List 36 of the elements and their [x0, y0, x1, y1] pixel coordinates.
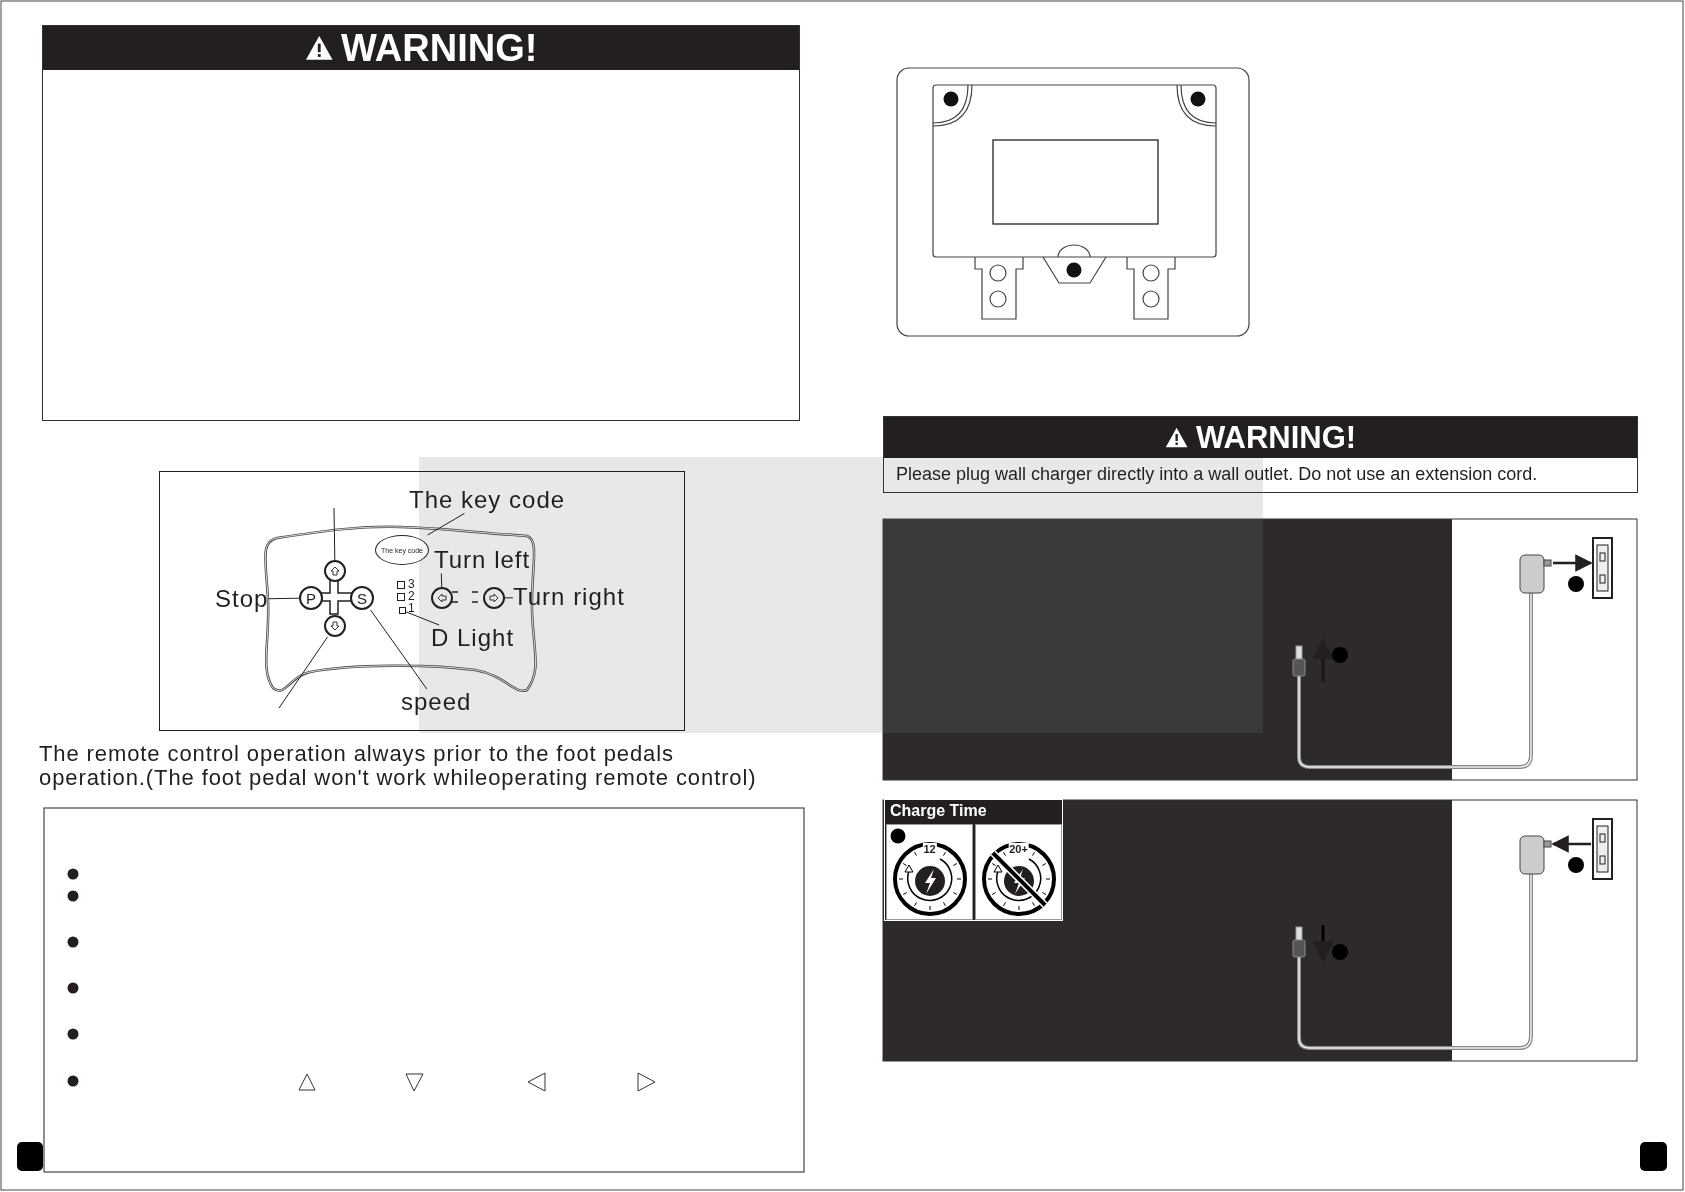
leader-line: [427, 512, 465, 536]
indicator-number: 2: [408, 590, 415, 603]
callout-label: Stop: [215, 586, 269, 613]
callout-label: Turn right: [513, 584, 625, 611]
charge-time-card: [886, 824, 973, 920]
charge-time-card: [975, 824, 1062, 920]
remote-button: S: [350, 586, 374, 610]
warning-panel: [883, 416, 1638, 493]
leader-line: [440, 572, 443, 588]
charge-time-panel: [884, 799, 1063, 921]
remote-button: [431, 587, 453, 609]
charge-hours: 20+: [1008, 843, 1029, 856]
warning-text: Please plug wall charger directly into a wall outlet. Do not use an extension cord.: [895, 463, 1539, 486]
charge-hours: 12: [922, 843, 937, 856]
leader-line: [405, 611, 440, 626]
leader-line: [267, 597, 300, 600]
leader-line: [333, 507, 336, 561]
remote-button: [483, 587, 505, 609]
indicator-number: 1: [408, 602, 415, 615]
remote-button: P: [299, 586, 323, 610]
indicator-light: [399, 607, 406, 614]
callout-label: The key code: [409, 487, 566, 514]
warning-panel: [42, 25, 800, 421]
leader-line: [370, 609, 428, 690]
note-text: The remote control operation always prior to the foot pedals operation.(The foot pedal won't work whileoperating remote control): [39, 742, 758, 791]
callout-label: Turn left: [434, 547, 531, 574]
callout-label: speed: [401, 689, 472, 716]
callout-label: D Light: [431, 625, 515, 652]
warning-heading: WARNING!: [341, 29, 538, 67]
leader-line: [278, 636, 328, 709]
remote-diagram-frame: [159, 471, 685, 731]
warning-heading: WARNING!: [1196, 422, 1357, 453]
remote-button: [324, 615, 346, 637]
indicator-number: 3: [408, 578, 415, 591]
remote-button: [324, 560, 346, 582]
leader-line: [504, 597, 514, 599]
